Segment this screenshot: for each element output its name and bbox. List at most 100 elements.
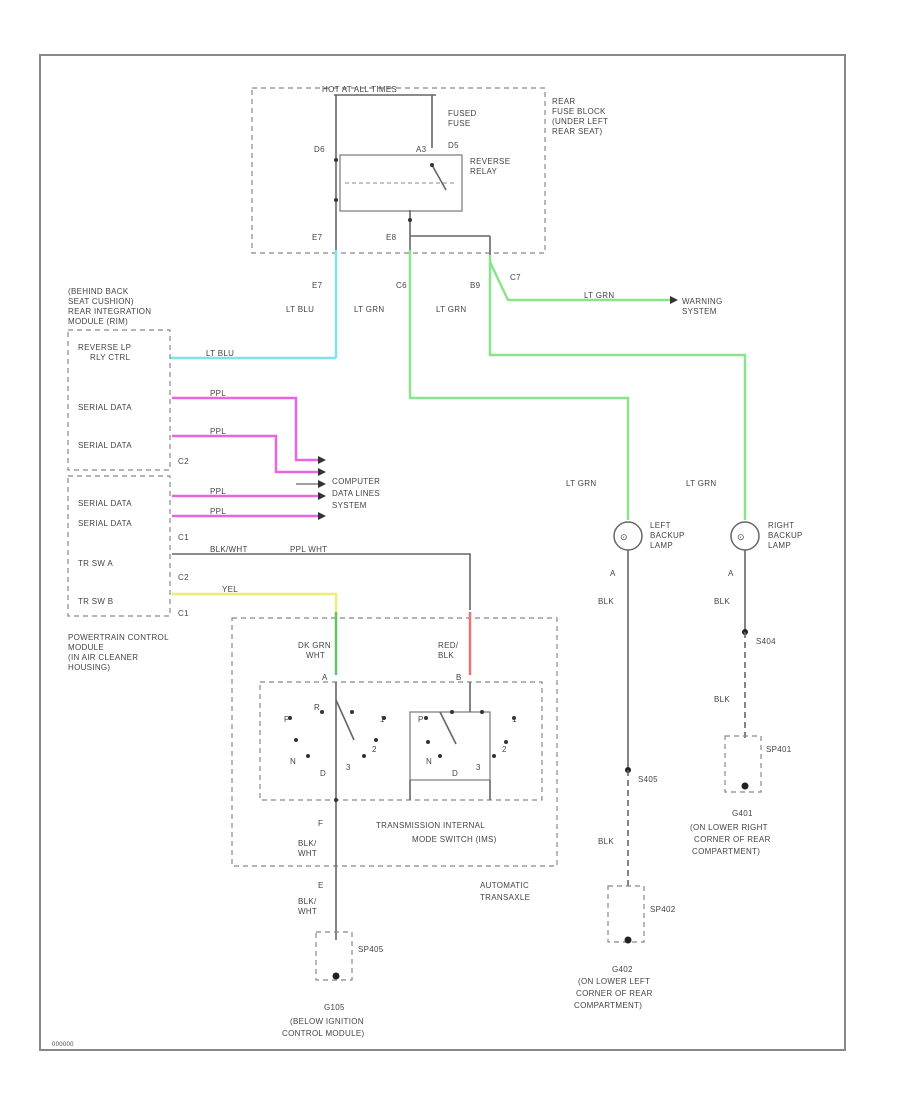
ppl-wire-1 (172, 396, 318, 462)
sp401-box (724, 735, 762, 793)
g401-loc-1: (ON LOWER RIGHT (690, 823, 768, 832)
rim-reverse-1: REVERSE LP (78, 343, 131, 352)
g105-loc-1: (BELOW IGNITION (290, 1017, 364, 1026)
msb-1: 1 (512, 715, 517, 724)
pin-f: F (318, 819, 323, 828)
pin-b-ms: B (456, 673, 462, 682)
left-lamp-2: BACKUP (650, 531, 685, 540)
svg-text:⊙: ⊙ (737, 532, 745, 542)
wire-dk-grn-2: WHT (306, 651, 325, 660)
right-lamp-1: RIGHT (768, 521, 794, 530)
left-blk-2: BLK (598, 837, 614, 846)
data-lines-3: SYSTEM (332, 501, 367, 510)
wire-lt-grn-1: LT GRN (354, 305, 384, 314)
rim-outline (67, 329, 171, 471)
diagram-frame (39, 54, 846, 1051)
g401-loc-2: CORNER OF REAR (694, 835, 771, 844)
right-lamp-2: BACKUP (768, 531, 803, 540)
fuse-loc-1: REAR (552, 97, 575, 106)
warning-label-2: SYSTEM (682, 307, 717, 316)
ms-d: D (320, 769, 326, 778)
ppl-wire-2 (172, 434, 318, 474)
left-lamp-1: LEFT (650, 521, 671, 530)
right-lamp (730, 521, 760, 551)
transaxle-2: TRANSAXLE (480, 893, 530, 902)
rim-loc-2: SEAT CUSHION) (68, 297, 134, 306)
wire-ppl-wht: PPL WHT (290, 545, 327, 554)
wire-e7: E7 (312, 281, 323, 290)
pin-a-ms: A (322, 673, 328, 682)
fuse-label-2: FUSE (448, 119, 471, 128)
sp402: SP402 (650, 905, 676, 914)
msb-3: 3 (476, 763, 481, 772)
mode-switch-1: TRANSMISSION INTERNAL (376, 821, 485, 830)
msb-p: P (418, 715, 424, 724)
rim-loc-4: MODULE (RIM) (68, 317, 128, 326)
lt-grn-right-wire (488, 255, 747, 520)
wire-lt-blu: LT BLU (286, 305, 314, 314)
msb-2: 2 (502, 745, 507, 754)
pin-a3: A3 (416, 145, 427, 154)
msb-n: N (426, 757, 432, 766)
sp405: SP405 (358, 945, 384, 954)
rim-reverse-2: RLY CTRL (90, 353, 131, 362)
pcm-loc-3: (IN AIR CLEANER (68, 653, 138, 662)
ms-p: P (284, 715, 290, 724)
pcm-c1: C1 (178, 533, 189, 542)
ms-3: 3 (346, 763, 351, 772)
pcm-c2: C2 (178, 573, 189, 582)
hot-label: HOT AT ALL TIMES (322, 85, 397, 94)
ms-2: 2 (372, 745, 377, 754)
pcm-loc-4: HOUSING) (68, 663, 110, 672)
pcm-serial-2: SERIAL DATA (78, 519, 132, 528)
wire-blk-wht2-1: BLK/ (298, 839, 317, 848)
fuse-loc-3: (UNDER LEFT (552, 117, 608, 126)
pcm-trs-a: TR SW A (78, 559, 113, 568)
wire-red-2: BLK (438, 651, 454, 660)
right-pin-a: A (728, 569, 734, 578)
left-lamp (613, 521, 643, 551)
yel-wire (172, 592, 338, 612)
s405: S405 (638, 775, 658, 784)
rim-loc-3: REAR INTEGRATION (68, 307, 151, 316)
msb-d: D (452, 769, 458, 778)
left-lamp-3: LAMP (650, 541, 673, 550)
pcm-loc-2: MODULE (68, 643, 104, 652)
pin-d5: D5 (448, 141, 459, 150)
ms-1: 1 (380, 715, 385, 724)
wire-c6: C6 (396, 281, 407, 290)
pin-e7: E7 (312, 233, 323, 242)
wire-c7: C7 (510, 273, 521, 282)
pcm-c1b: C1 (178, 609, 189, 618)
mode-switch-2: MODE SWITCH (IMS) (412, 835, 497, 844)
transaxle-outline (231, 617, 558, 867)
right-lamp-3: LAMP (768, 541, 791, 550)
rim-loc-1: (BEHIND BACK (68, 287, 129, 296)
rim-serial-1: SERIAL DATA (78, 403, 132, 412)
lt-grn-warning-wire (488, 261, 670, 302)
data-lines-2: DATA LINES (332, 489, 380, 498)
g402-loc-1: (ON LOWER LEFT (578, 977, 650, 986)
pcm-loc-1: POWERTRAIN CONTROL (68, 633, 169, 642)
wire-blk-wht3-1: BLK/ (298, 897, 317, 906)
wire-ppl-3: PPL (210, 487, 226, 496)
wire-lt-grn-3: LT GRN (584, 291, 614, 300)
wire-lt-grn-2: LT GRN (436, 305, 466, 314)
svg-text:⊙: ⊙ (620, 532, 628, 542)
left-blk: BLK (598, 597, 614, 606)
wire-ppl-4: PPL (210, 507, 226, 516)
s404: S404 (756, 637, 776, 646)
wire-yel: YEL (222, 585, 238, 594)
wire-lt-grn-right: LT GRN (686, 479, 716, 488)
g105-loc-2: CONTROL MODULE) (282, 1029, 364, 1038)
pcm-trs-b: TR SW B (78, 597, 113, 606)
wire-ppl-2: PPL (210, 427, 226, 436)
rim-serial-2: SERIAL DATA (78, 441, 132, 450)
wire-blk-wht3-2: WHT (298, 907, 317, 916)
pcm-outline (67, 475, 171, 617)
pin-e8: E8 (386, 233, 397, 242)
warning-label-1: WARNING (682, 297, 722, 306)
wire-lt-blu-2: LT BLU (206, 349, 234, 358)
left-pin-a: A (610, 569, 616, 578)
